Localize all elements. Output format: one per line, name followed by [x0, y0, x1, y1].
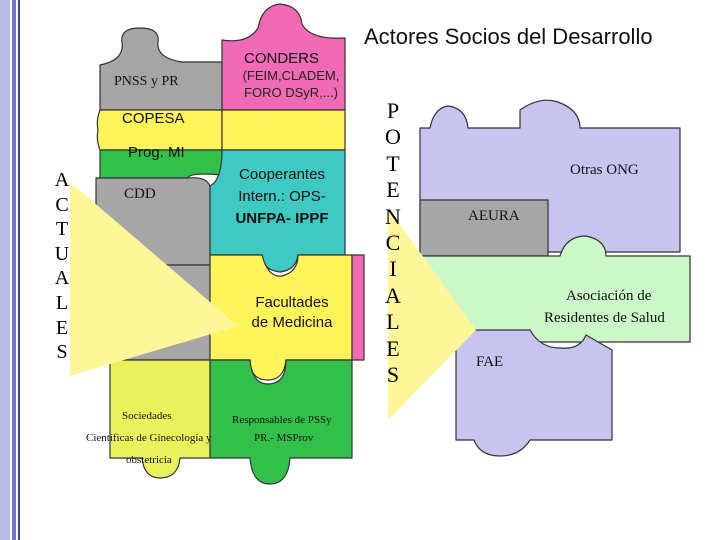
label-pnss: PNSS y PR	[114, 74, 179, 89]
arrow-left	[70, 182, 238, 376]
label-asociacion-1: Asociación de	[566, 288, 652, 304]
potenciales-letter: E	[386, 335, 400, 361]
label-sociedades-3: obstetricia	[126, 454, 172, 466]
label-cooperantes-2: Intern.: OPS-	[238, 188, 326, 205]
actores-letter: T	[55, 218, 69, 241]
puzzle-piece-conders	[221, 3, 346, 111]
label-conders: CONDERS	[244, 50, 320, 67]
label-progmi: Prog. MI	[128, 144, 185, 161]
actores-letter: A	[54, 169, 70, 191]
potenciales-letter: I	[389, 256, 397, 282]
label-feim: (FEIM,CLADEM,	[242, 68, 340, 83]
label-responsables-1: Responsables de PSSy	[232, 414, 332, 426]
potenciales-letter: T	[386, 150, 400, 176]
label-cdd: CDD	[124, 186, 156, 202]
potenciales-letter: C	[385, 230, 401, 256]
actores-letter: A	[54, 267, 70, 290]
potenciales-letter: A	[385, 282, 401, 308]
potenciales-letter: S	[386, 362, 400, 388]
label-fae: FAE	[476, 354, 504, 370]
label-cooperantes-3: UNFPA- IPPF	[235, 210, 329, 227]
puzzle-piece-responsables	[209, 359, 353, 485]
label-sociedades-2: Científicas de Ginecología y	[86, 432, 212, 444]
label-otras-ong: Otras ONG	[570, 162, 639, 178]
potenciales-letter: N	[385, 203, 401, 229]
puzzle-piece-pink-lower	[351, 254, 365, 361]
potenciales-letter: P	[386, 98, 400, 123]
actores-letter: U	[54, 242, 70, 265]
potenciales-vertical-text: P O T E N C I A L E S	[378, 98, 408, 388]
decorative-left-bar	[0, 0, 22, 540]
puzzle-piece-feim	[221, 109, 346, 151]
potenciales-letter: E	[386, 177, 400, 203]
arrow-right	[388, 208, 476, 420]
label-foro: FORO DSyR,...)	[244, 85, 338, 100]
label-asociacion-2: Residentes de Salud	[544, 310, 665, 326]
puzzle-piece-fae	[455, 329, 613, 457]
label-copesa: COPESA	[122, 110, 185, 127]
puzzle-piece-cooperantes	[209, 149, 346, 273]
puzzle-piece-asociacion	[419, 235, 691, 343]
actores-letter: C	[55, 193, 69, 216]
puzzle-piece-pnss	[99, 27, 223, 111]
page-title: Actores Socios del Desarrollo	[364, 24, 653, 49]
label-responsables-2: PR.- MSProv	[254, 432, 314, 444]
actores-vertical-text: A C T U A L E S	[50, 168, 74, 365]
puzzle-piece-sociedades	[109, 359, 211, 479]
potenciales-letter: O	[385, 124, 401, 150]
label-sociedades-1: Sociedades	[122, 410, 172, 422]
label-cooperantes-1: Cooperantes	[239, 166, 325, 183]
label-facultades-1: Facultades	[255, 294, 329, 311]
potenciales-letter: L	[386, 309, 400, 335]
actores-letter: E	[55, 316, 69, 339]
label-aeura: AEURA	[468, 208, 520, 224]
actores-letter: S	[56, 341, 68, 364]
label-facultades-2: de Medicina	[251, 314, 333, 331]
actores-letter: L	[55, 291, 69, 314]
